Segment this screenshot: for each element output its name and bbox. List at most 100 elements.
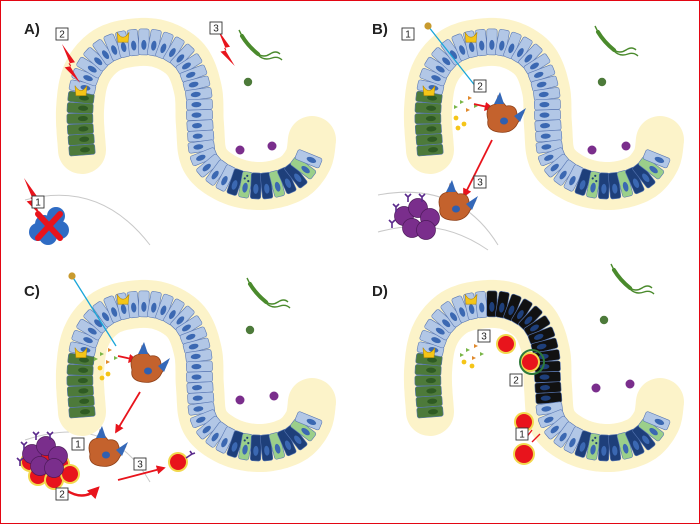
step-label-2: 2 bbox=[473, 79, 487, 93]
epithelial-cell bbox=[103, 295, 123, 323]
epithelial-cell bbox=[632, 162, 656, 189]
panel-d: D)321 bbox=[372, 263, 684, 472]
lumen-particles bbox=[235, 141, 277, 155]
epithelial-cell bbox=[574, 430, 593, 458]
epithelial-cell bbox=[607, 434, 622, 462]
epithelial-cell bbox=[67, 352, 95, 367]
step-label-3: 3 bbox=[209, 21, 223, 35]
epithelial-cell bbox=[574, 168, 593, 196]
epithelial-cell bbox=[415, 395, 443, 408]
step-label-1: 1 bbox=[71, 437, 85, 451]
lumen-particles bbox=[591, 379, 635, 393]
epithelial-cell bbox=[534, 109, 561, 121]
antigen-dot bbox=[245, 325, 255, 335]
step-label-2: 2 bbox=[509, 373, 523, 387]
bacteria-icon bbox=[246, 277, 291, 309]
panel-b: B)123 bbox=[372, 17, 684, 251]
lightning-icon bbox=[218, 30, 235, 66]
lightning-icon bbox=[24, 178, 43, 217]
epithelial-cell bbox=[68, 405, 96, 419]
epithelial-cell bbox=[607, 172, 622, 200]
epithelial-cell bbox=[67, 133, 95, 146]
epithelial-cell bbox=[250, 434, 262, 462]
cytokines bbox=[97, 365, 111, 381]
epithelial-cell bbox=[186, 119, 214, 132]
effector-cell bbox=[513, 443, 535, 465]
paneth-cell bbox=[116, 294, 130, 305]
epithelial-cell bbox=[186, 381, 214, 394]
signal-molecules bbox=[460, 344, 484, 360]
epithelial-cell bbox=[259, 172, 274, 200]
step-number: 2 bbox=[477, 82, 483, 93]
effector-cell bbox=[60, 464, 80, 484]
epithelial-cell bbox=[66, 122, 94, 136]
bacteria-icon bbox=[610, 263, 655, 295]
epithelial-cell bbox=[533, 98, 561, 111]
epithelial-cell bbox=[186, 371, 213, 383]
epithelial-cell bbox=[268, 432, 285, 460]
step-number: 2 bbox=[59, 490, 65, 501]
antigen-dot bbox=[243, 77, 253, 87]
epithelial-cell bbox=[138, 290, 150, 318]
lightning-icon bbox=[62, 44, 81, 83]
cytokines bbox=[453, 115, 467, 131]
epithelial-cell bbox=[290, 156, 317, 180]
epithelial-cell bbox=[416, 143, 444, 157]
epithelial-cell bbox=[440, 39, 464, 66]
epithelial-cell bbox=[451, 33, 471, 61]
epithelial-cell bbox=[486, 290, 498, 318]
step-label-2: 2 bbox=[55, 27, 69, 41]
intestinal-epithelium bbox=[55, 17, 336, 210]
panel-c: C) 1 2 3 bbox=[16, 272, 336, 501]
cytokines bbox=[461, 359, 475, 369]
epithelial-cell bbox=[215, 164, 236, 192]
epithelial-cell bbox=[414, 102, 442, 115]
step-label-1: 1 bbox=[31, 195, 45, 209]
intestinal-epithelium bbox=[403, 279, 684, 472]
epithelial-cell bbox=[294, 149, 323, 169]
epithelial-cell bbox=[92, 301, 116, 328]
epithelial-cell bbox=[415, 133, 443, 146]
step-label-1: 1 bbox=[515, 427, 529, 441]
receptor-icon bbox=[185, 450, 196, 459]
epithelial-cell bbox=[642, 411, 671, 431]
intestinal-epithelium bbox=[55, 279, 336, 472]
epithelial-cell bbox=[66, 112, 94, 125]
lumen-particles bbox=[235, 391, 279, 405]
epithelial-cell bbox=[238, 171, 254, 199]
epithelial-cell bbox=[533, 87, 561, 102]
paneth-cell bbox=[74, 85, 88, 96]
epithelial-cell bbox=[534, 381, 562, 394]
paneth-cell bbox=[422, 347, 436, 358]
epithelial-cell bbox=[544, 153, 570, 178]
epithelial-cell bbox=[179, 326, 208, 345]
epithelial-cell bbox=[642, 149, 671, 169]
epithelial-cell bbox=[66, 374, 94, 387]
step-label-3: 3 bbox=[473, 175, 487, 189]
epithelial-cell bbox=[598, 172, 610, 200]
epithelial-cell bbox=[155, 31, 174, 60]
epithelial-cell bbox=[186, 109, 213, 121]
paneth-cell bbox=[422, 85, 436, 96]
panel-label: C) bbox=[24, 283, 40, 300]
panel-label: B) bbox=[372, 21, 388, 38]
paneth-cell bbox=[464, 294, 478, 305]
epithelial-cell bbox=[189, 147, 218, 166]
dendritic-cell bbox=[130, 342, 170, 383]
epithelial-cell bbox=[67, 395, 95, 408]
dendritic-cell bbox=[438, 180, 478, 221]
epithelial-cell bbox=[189, 409, 218, 428]
epithelial-cell bbox=[414, 374, 442, 387]
epithelial-cell bbox=[632, 424, 656, 451]
epithelial-cell bbox=[284, 424, 308, 451]
signal-molecules bbox=[454, 96, 478, 112]
step-number: 1 bbox=[75, 440, 81, 451]
epithelial-cell bbox=[66, 384, 94, 398]
epithelial-cell bbox=[474, 291, 489, 319]
dendritic-cell bbox=[88, 426, 128, 467]
lumen-particles bbox=[587, 141, 631, 155]
antigen-dot bbox=[599, 315, 609, 325]
step-number: 3 bbox=[137, 460, 143, 471]
epithelial-cell bbox=[414, 384, 442, 398]
